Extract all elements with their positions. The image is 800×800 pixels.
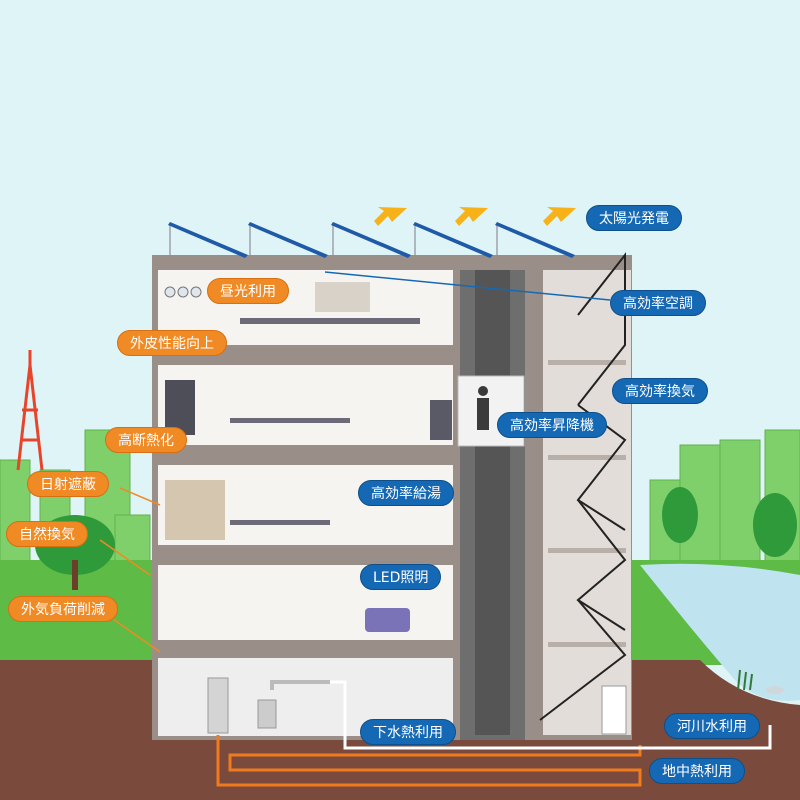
label-insulation: 高断熱化 [105, 427, 187, 453]
water-heater-icon [207, 677, 330, 734]
label-extload: 外気負荷削減 [8, 596, 118, 622]
label-ac: 高効率空調 [610, 290, 706, 316]
label-geo: 地中熱利用 [649, 758, 745, 784]
geothermal-pipe [216, 735, 642, 787]
label-river: 河川水利用 [664, 713, 760, 739]
fish-icon [737, 669, 784, 694]
label-solar: 太陽光発電 [586, 205, 682, 231]
label-natvent: 自然換気 [6, 521, 88, 547]
label-ventilation: 高効率換気 [612, 378, 708, 404]
elevator-person-icon [477, 386, 489, 430]
sun-arrow-icon [374, 207, 576, 226]
city-right [649, 429, 800, 571]
solar-panel-icon [168, 222, 575, 258]
label-elevator: 高効率昇降機 [497, 412, 607, 438]
river-pipe [330, 680, 772, 750]
tower-icon [16, 350, 44, 471]
label-led: LED照明 [360, 564, 442, 590]
label-hotwater: 高効率給湯 [358, 480, 454, 506]
label-skin: 外皮性能向上 [117, 330, 227, 356]
label-daylight: 昼光利用 [207, 278, 289, 304]
label-shading: 日射遮蔽 [27, 471, 109, 497]
label-sewage: 下水熱利用 [360, 719, 456, 745]
